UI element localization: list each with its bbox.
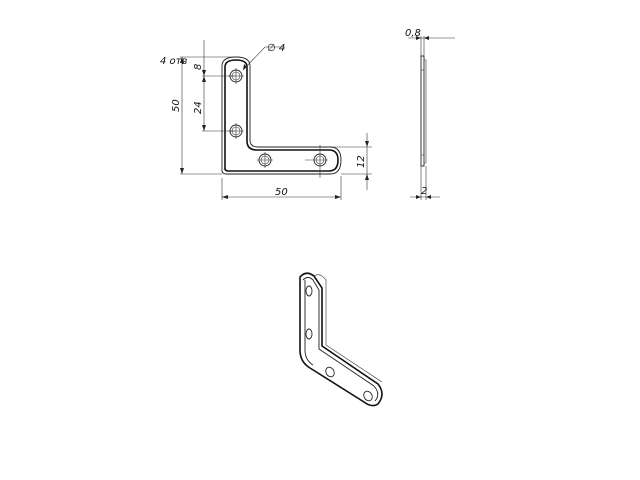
bracket-outline-inner (224, 59, 339, 172)
dimension-lines (180, 40, 372, 200)
holes (228, 68, 328, 178)
side-dimension-arrows (416, 36, 431, 199)
isometric-view (299, 272, 383, 407)
iso-bracket-outline (299, 272, 383, 407)
side-dimension-lines (408, 36, 455, 200)
hole-diameter-label: ∅ 4 (267, 43, 285, 54)
height-label: 50 (171, 99, 182, 112)
iso-bracket-edge (302, 277, 379, 402)
iso-hole (325, 366, 335, 378)
side-view: 0,8 2 (405, 28, 455, 200)
plate-side (420, 55, 425, 167)
holes-note: 4 отв (160, 56, 187, 67)
edge-to-hole-label: 8 (193, 64, 204, 70)
iso-hole (363, 390, 373, 402)
front-view: 4 отв ∅ 4 8 24 50 50 12 (160, 40, 372, 200)
iso-hole (305, 328, 313, 340)
arm-width-label: 12 (356, 155, 367, 168)
thickness-label: 0,8 (405, 28, 421, 39)
side-width-label: 2 (421, 186, 427, 197)
hole-spacing-label: 24 (193, 101, 204, 114)
hole-center-lines (228, 68, 328, 178)
plate-side-detail (421, 59, 427, 164)
iso-hole (305, 285, 313, 297)
iso-bracket-thickness (313, 274, 383, 383)
width-label: 50 (275, 187, 288, 198)
